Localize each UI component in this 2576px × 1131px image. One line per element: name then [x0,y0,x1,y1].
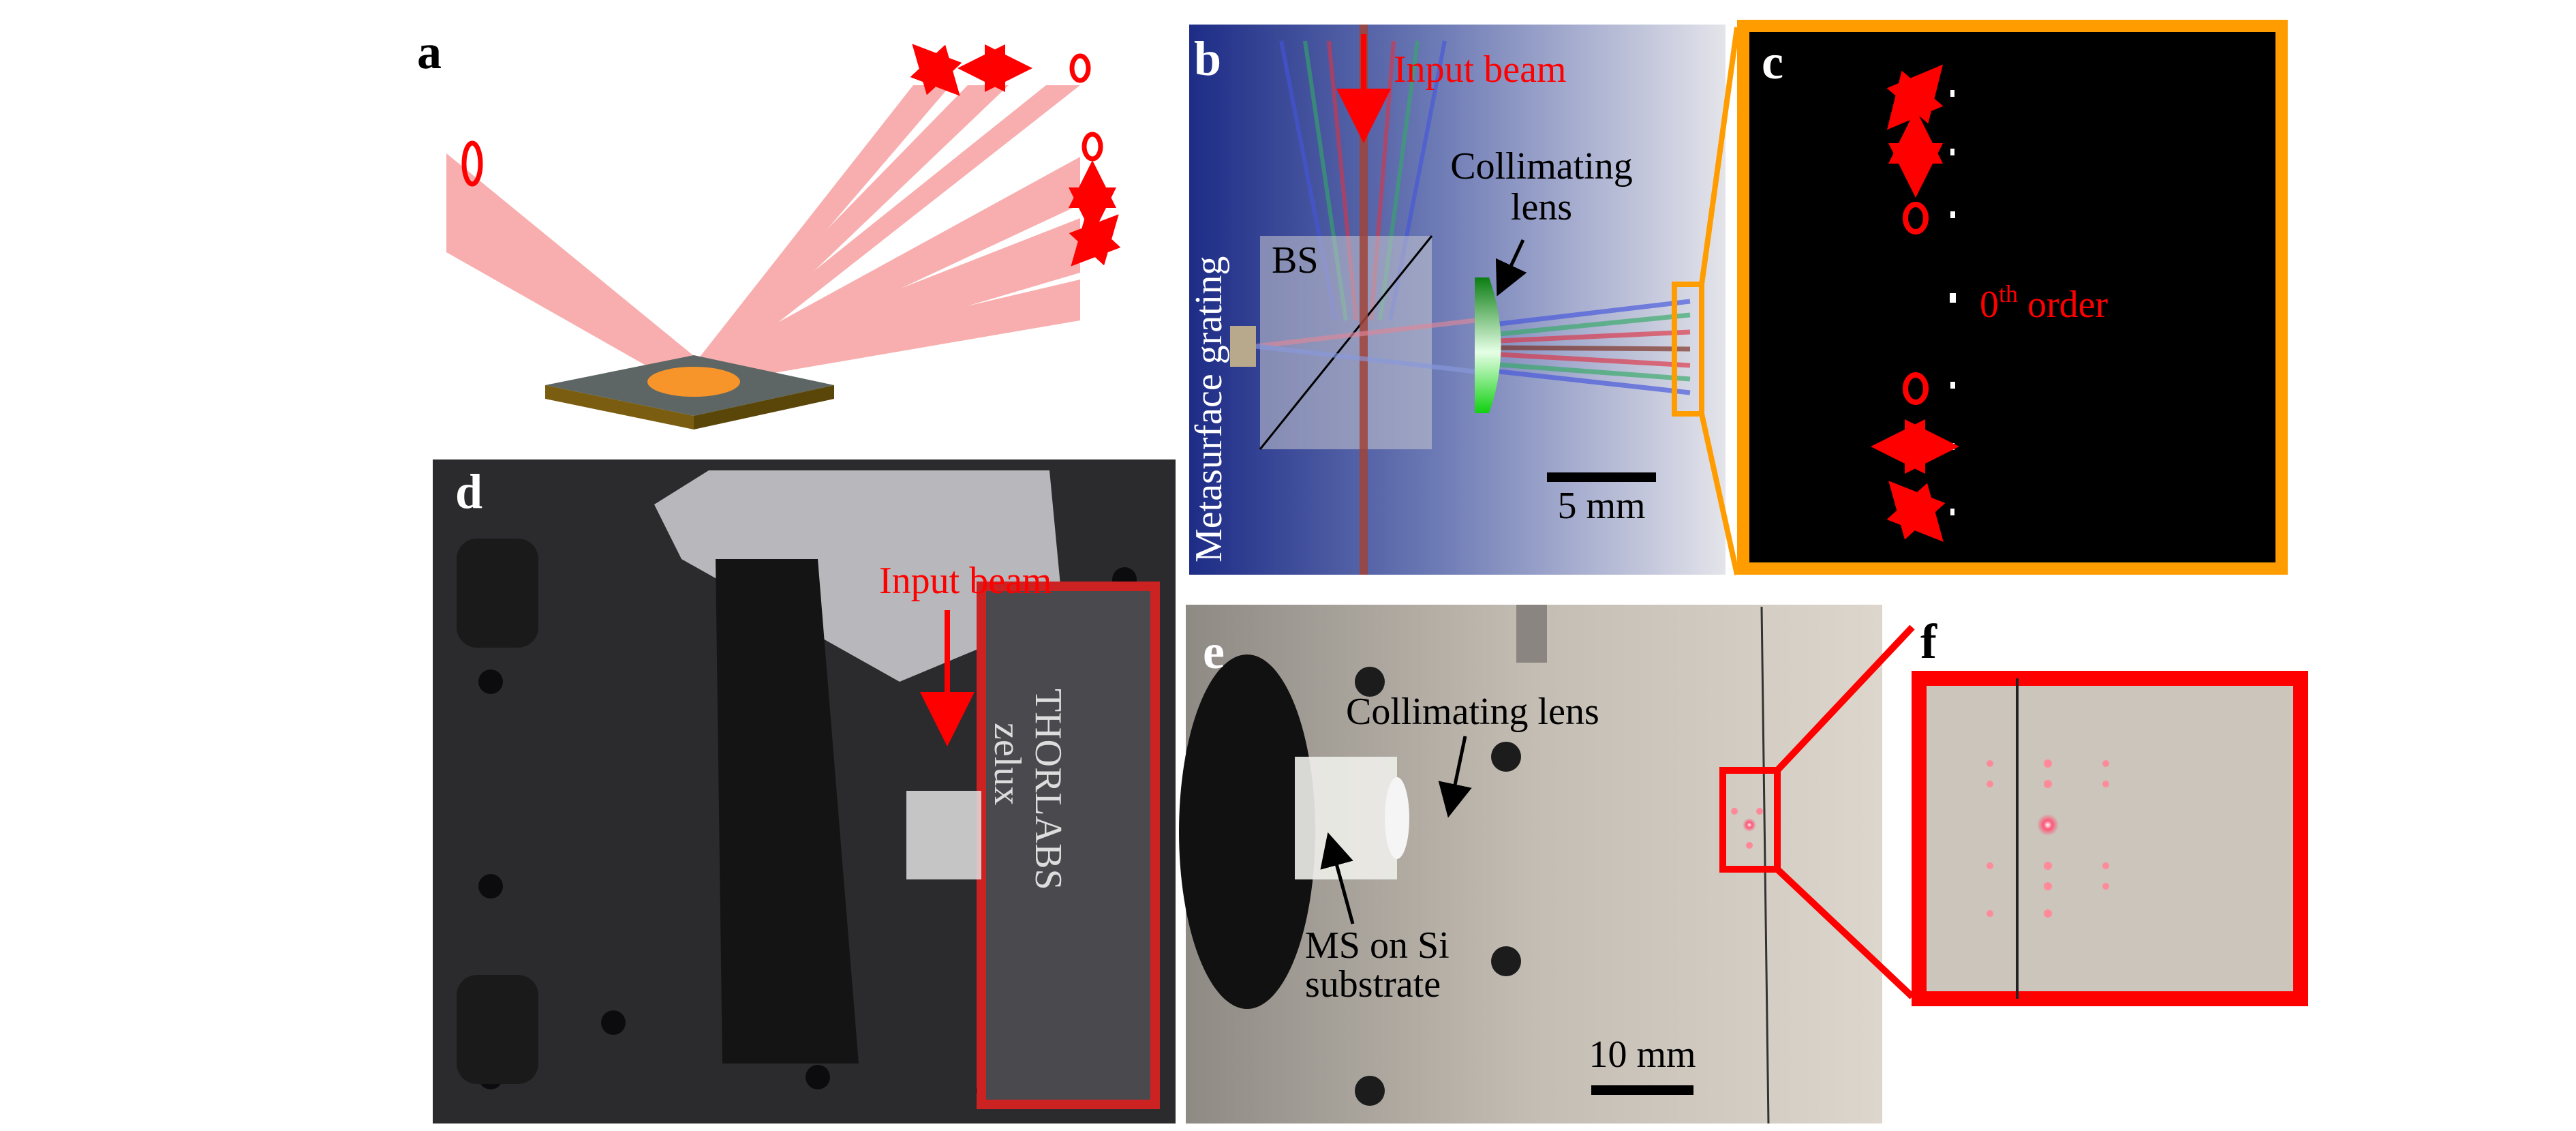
laser-spots-f [1987,759,2109,918]
rotation-mount [1179,654,1315,1009]
lens-pointer-arrow-e [1438,736,1472,818]
beam-6 [688,280,1080,382]
panel-b: BS Input beam Collimating lens Metasurfa… [1188,25,1726,575]
scale-label-10mm: 10 mm [1589,1034,1696,1076]
collimating-lens-shape [1475,277,1501,413]
panel-c: c 0th order [1699,20,2288,575]
adjuster-knob [457,539,538,648]
beam-3 [688,85,1080,372]
zoom-region-box [1672,282,1704,417]
beam-splitter-cube [906,791,981,879]
panel-label-a: a [417,25,442,79]
circular-polarization-icon [461,140,483,187]
mount-plate [654,470,1063,682]
diagonal-polarization-icon [1886,481,1946,542]
circular-polarization-icon [1082,132,1103,162]
output-rays [1255,299,1691,395]
panel-f: f [1775,614,2308,1006]
collimating-lens-label-e: Collimating lens [1346,691,1599,733]
zoom-region-box-e [1719,767,1781,873]
incident-beam [446,153,709,382]
collimating-lens-photo [1385,777,1409,859]
panel-label-c: c [1762,35,1783,89]
diffracted-beams [446,85,1080,382]
input-beam-label-d: Input beam [879,560,1052,602]
screw [1516,605,1547,663]
laser-spots-e [1731,808,1763,849]
circular-polarization-icon [1069,53,1091,83]
diagonal-polarization-icon [1069,214,1121,267]
panel-e-photo: e Collimating lens MS on Si substrate 10… [1179,605,1882,1124]
thorlabs-camera [977,582,1160,1109]
diagonal-polarization-icon [1886,64,1944,130]
ms-label-1: MS on Si [1305,924,1450,967]
panel-label-e: e [1203,624,1225,679]
substrate [545,355,834,429]
kinematic-mount [716,559,859,1064]
metasurface-pad [647,367,740,397]
adjuster-knob [457,975,538,1084]
circular-polarization-icon [1903,372,1929,405]
panel-label-d: d [455,464,482,519]
beam-4 [688,157,1080,375]
diagonal-polarization-icon [910,44,962,96]
beam-2 [688,85,1009,372]
camera-brand: THORLABS [1027,689,1069,890]
panel-label-f: f [1920,614,1937,669]
metasurface-grating-sample [1230,326,1256,367]
order-polarization-icons [1871,64,1959,542]
panel-a: a [417,25,1121,429]
ms-label-2: substrate [1305,963,1441,1006]
input-beam-label: Input beam [1394,48,1566,91]
circular-polarization-icon [1903,202,1929,235]
zeroth-order-label: 0th order [1980,280,2109,326]
bs-label: BS [1272,239,1319,282]
panel-label-b: b [1194,31,1221,86]
beam-1 [688,85,951,372]
camera-model: zelux [986,723,1028,805]
scale-label-5mm: 5 mm [1557,485,1645,527]
metasurface-grating-label: Metasurface grating [1188,256,1230,562]
beam-5 [688,218,1080,378]
lens-pointer-arrow [1495,239,1527,297]
reference-line [1760,606,1770,1124]
collimating-lens-label-1: Collimating [1450,145,1633,187]
beam-splitter-cube [1295,757,1397,879]
breadboard-holes [1355,667,1521,1106]
ms-pointer-arrow [1320,832,1355,924]
collimating-lens-label-2: lens [1511,186,1572,228]
scale-bar-5mm [1547,472,1656,482]
panel-d-photo: THORLABS zelux d Input beam [433,459,1176,1124]
scale-bar-10mm [1591,1085,1693,1095]
polarization-icons [461,44,1121,267]
